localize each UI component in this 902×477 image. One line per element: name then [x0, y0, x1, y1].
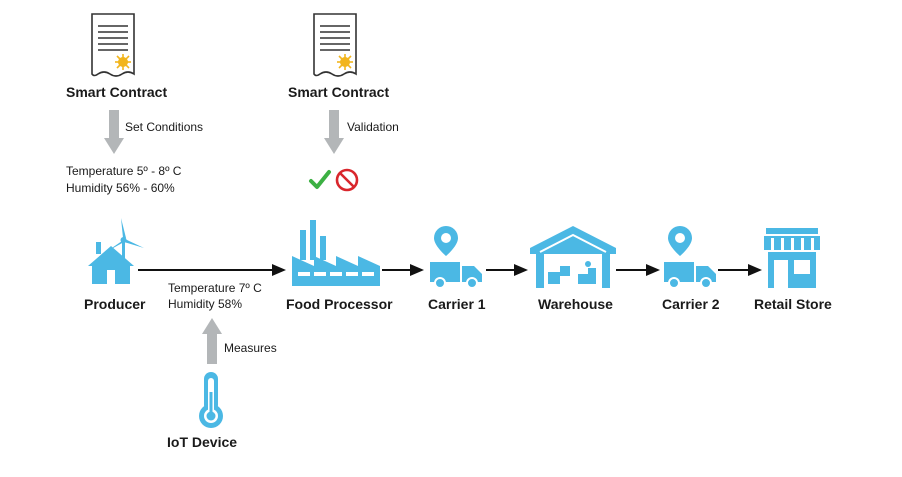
- flow-arrow: [616, 264, 660, 276]
- prohibited-icon: [335, 168, 359, 192]
- flow-arrow: [382, 264, 424, 276]
- smart-contract-label: Smart Contract: [288, 84, 390, 100]
- factory-icon: [292, 220, 380, 286]
- down-arrow-icon: [104, 110, 124, 154]
- house-wind-turbine-icon: [88, 218, 144, 284]
- set-conditions-label: Set Conditions: [125, 120, 204, 134]
- contract-document-icon: [91, 13, 135, 77]
- thermometer-icon: [199, 372, 223, 428]
- iot-device-label: IoT Device: [167, 434, 238, 450]
- truck-location-icon: [664, 226, 716, 289]
- measured-temperature: Temperature 7º C: [168, 281, 262, 295]
- warehouse-icon: [530, 226, 616, 288]
- measured-humidity: Humidity 58%: [168, 297, 243, 311]
- smart-contract-label: Smart Contract: [66, 84, 168, 100]
- seal-icon: [337, 54, 353, 70]
- condition-humidity: Humidity 56% - 60%: [66, 181, 175, 195]
- condition-temperature: Temperature 5º - 8º C: [66, 164, 182, 178]
- validation-label: Validation: [347, 120, 399, 134]
- flow-arrow: [718, 264, 762, 276]
- chain-label-producer: Producer: [84, 296, 146, 312]
- chain-label-warehouse: Warehouse: [538, 296, 613, 312]
- up-arrow-icon: [202, 318, 222, 364]
- measures-label: Measures: [224, 341, 277, 355]
- chain-label-carrier-2: Carrier 2: [662, 296, 720, 312]
- seal-icon: [115, 54, 131, 70]
- down-arrow-icon: [324, 110, 344, 154]
- check-icon: [309, 170, 331, 189]
- truck-location-icon: [430, 226, 482, 289]
- flow-arrow: [138, 264, 286, 276]
- flow-arrow: [486, 264, 528, 276]
- chain-label-food-processor: Food Processor: [286, 296, 393, 312]
- chain-label-retail-store: Retail Store: [754, 296, 832, 312]
- contract-document-icon: [313, 13, 357, 77]
- chain-label-carrier-1: Carrier 1: [428, 296, 486, 312]
- store-icon: [764, 228, 820, 288]
